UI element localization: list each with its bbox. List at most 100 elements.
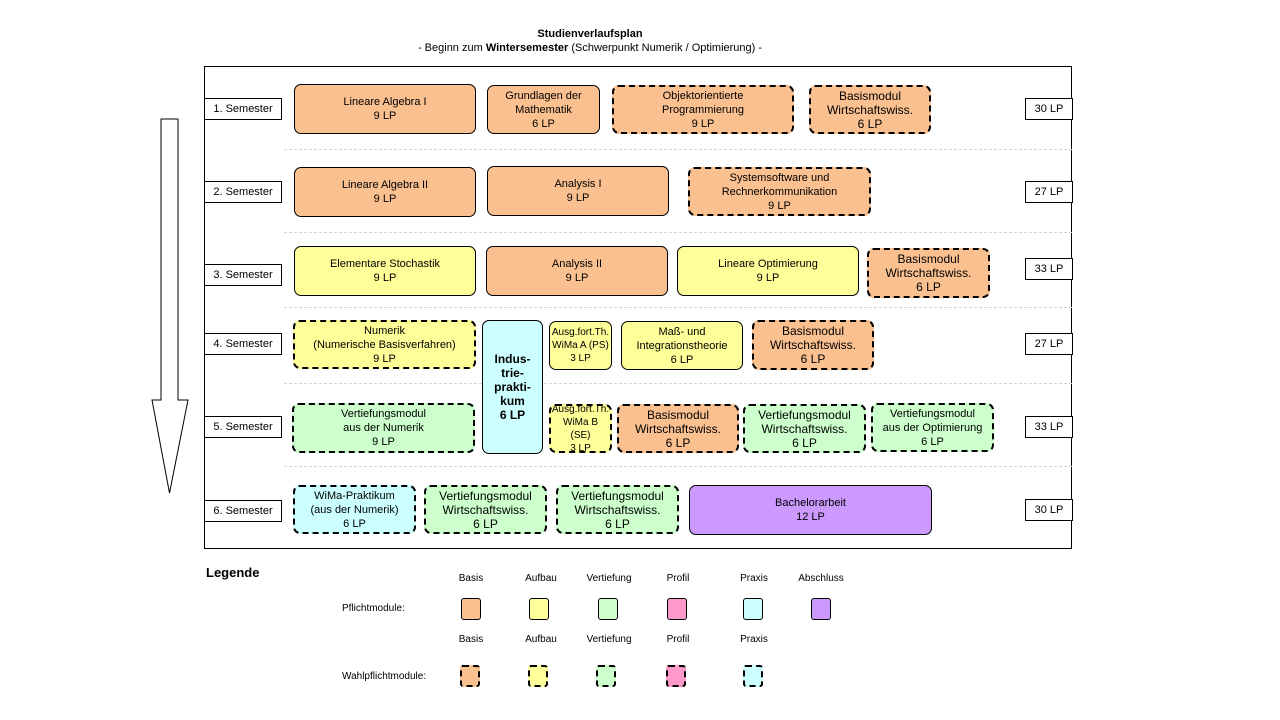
legend-header-profil: Profil [666,634,690,645]
module-lp: 9 LP [373,110,397,122]
module-analysis-1[interactable]: Analysis I 9 LP [487,166,669,216]
module-name: Basismodul Wirtschaftswiss. [769,324,856,352]
module-lp: 9 LP [566,192,590,204]
row-separator [284,466,1072,467]
semester-label-4: 4. Semester [204,333,282,355]
semester-label-6: 6. Semester [204,500,282,522]
module-name: Lineare Optimierung [718,258,818,270]
module-numerik[interactable]: Numerik (Numerische Basisverfahren)9 LP [293,320,476,369]
legend-wahl-label: Wahlpflichtmodule: [342,671,427,682]
module-name: Elementare Stochastik [329,258,441,270]
module-name: Grundlagen der Mathematik [505,89,582,116]
module-name: Vertiefungsmodul Wirtschaftswiss. [758,407,851,436]
module-lp: 6 LP [499,408,526,422]
module-name: Ausg.fort.Th. WiMa B (SE) [551,404,610,441]
legend-swatch-pflicht-vertiefung [598,598,618,620]
module-lineare-algebra-2[interactable]: Lineare Algebra II 9 LP [294,167,476,217]
semester-lp-total-4: 27 LP [1025,333,1073,355]
module-name: Vertiefungsmodul aus der Optimierung [882,407,983,434]
module-name: Basismodul Wirtschaftswiss. [826,88,913,117]
module-vertiefung-wiwi-sem6-b[interactable]: Vertiefungsmodul Wirtschaftswiss.6 LP [556,485,679,534]
semester-lp-total-5: 33 LP [1025,416,1073,438]
module-lp: 9 LP [691,117,715,130]
module-name: Indus- trie- prakti- kum [494,352,531,408]
module-lp: 6 LP [916,280,941,294]
module-name: Numerik (Numerische Basisverfahren) [313,324,456,351]
module-name: Lineare Algebra II [341,179,429,191]
legend-header-vertiefung: Vertiefung [586,573,632,584]
semester-label-3: 3. Semester [204,264,282,286]
module-lp: 6 LP [473,516,498,531]
plan-title: Studienverlaufsplan [537,28,643,40]
module-name: Analysis I [554,178,602,190]
legend-swatch-pflicht-basis [461,598,481,620]
module-name: Vertiefungsmodul Wirtschaftswiss. [439,488,532,517]
module-lp: 6 LP [670,353,694,366]
legend-header-basis: Basis [458,573,484,584]
module-basismodul-wiwi-sem1[interactable]: Basismodul Wirtschaftswiss.6 LP [809,85,931,134]
legend-header-vertiefung: Vertiefung [586,634,632,645]
legend-swatch-pflicht-profil [667,598,687,620]
module-lp: 6 LP [532,117,555,130]
module-basismodul-wiwi-sem5[interactable]: Basismodul Wirtschaftswiss.6 LP [617,404,739,453]
row-separator [284,307,1072,308]
module-ausg-fort-th-wima-b[interactable]: Ausg.fort.Th. WiMa B (SE)3 LP [549,404,612,453]
progression-arrow-icon [151,118,189,494]
module-lp: 9 LP [373,193,397,205]
legend-swatch-wahl-profil [666,665,686,687]
legend-swatch-pflicht-aufbau [529,598,549,620]
row-separator [284,383,1072,384]
legend-header-praxis: Praxis [740,634,768,645]
legend-header-aufbau: Aufbau [525,634,557,645]
module-name: Objektorientierte Programmierung [662,89,744,116]
module-name: Ausg.fort.Th. WiMa A (PS) [551,327,610,351]
legend-swatch-wahl-basis [460,665,480,687]
module-wima-praktikum[interactable]: WiMa-Praktikum (aus der Numerik)6 LP [293,485,416,534]
module-lp: 6 LP [800,352,826,366]
module-lp: 3 LP [570,353,591,364]
module-ausg-fort-th-wima-a[interactable]: Ausg.fort.Th. WiMa A (PS) 3 LP [549,321,612,370]
module-basismodul-wiwi-sem3[interactable]: Basismodul Wirtschaftswiss.6 LP [867,248,990,298]
module-basismodul-wiwi-sem4[interactable]: Basismodul Wirtschaftswiss.6 LP [752,320,874,370]
legend-swatch-pflicht-abschluss [811,598,831,620]
module-vertiefung-wiwi-sem6-a[interactable]: Vertiefungsmodul Wirtschaftswiss.6 LP [424,485,547,534]
semester-label-1: 1. Semester [204,98,282,120]
module-name: Bachelorarbeit [775,497,846,509]
semester-lp-total-2: 27 LP [1025,181,1073,203]
legend-pflicht-label: Pflichtmodule: [342,603,405,614]
module-lp: 6 LP [343,517,366,530]
module-lp: 12 LP [796,511,825,523]
module-lp: 9 LP [372,436,395,448]
legend-header-praxis: Praxis [740,573,768,584]
row-separator [284,149,1072,150]
module-vertiefung-wiwi-sem5[interactable]: Vertiefungsmodul Wirtschaftswiss.6 LP [743,404,866,453]
module-name: WiMa-Praktikum (aus der Numerik) [310,489,399,516]
module-lp: 6 LP [921,435,944,448]
module-lp: 3 LP [570,442,591,453]
legend-header-profil: Profil [666,573,690,584]
module-name: Systemsoftware und Rechnerkommunikation [721,171,838,198]
module-lp: 9 LP [565,272,589,284]
legend-swatch-pflicht-praxis [743,598,763,620]
module-bachelorarbeit[interactable]: Bachelorarbeit 12 LP [689,485,932,535]
subtitle-prefix: - Beginn zum [417,42,486,54]
row-separator [284,232,1072,233]
semester-lp-total-1: 30 LP [1025,98,1073,120]
module-lp: 9 LP [373,352,396,365]
legend-header-basis: Basis [458,634,484,645]
legend-swatch-wahl-aufbau [528,665,548,687]
semester-lp-total-6: 30 LP [1025,499,1073,521]
legend-header-abschluss: Abschluss [798,573,844,584]
module-name: Vertiefungsmodul Wirtschaftswiss. [571,488,664,517]
